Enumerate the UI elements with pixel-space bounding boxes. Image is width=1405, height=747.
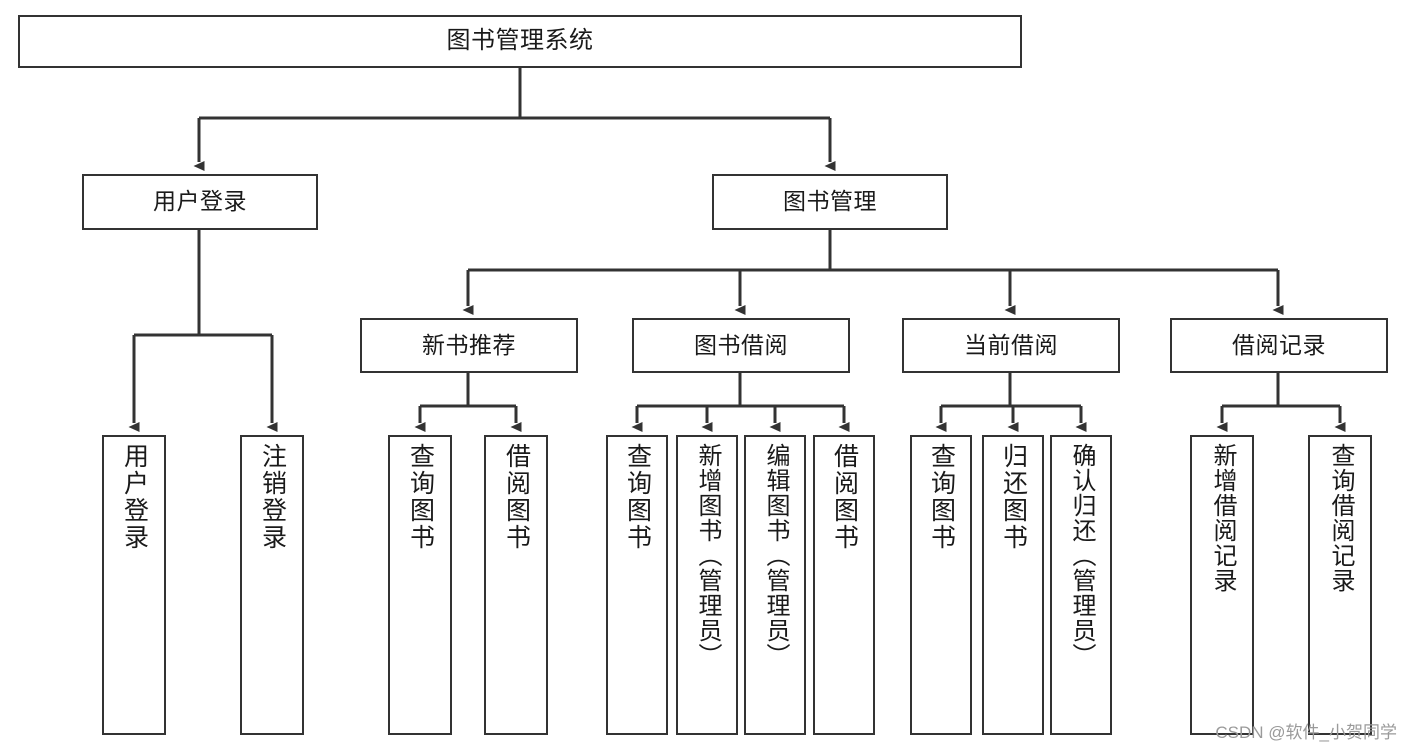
node-label: 归还图书	[999, 443, 1028, 551]
node-label: 用户登录	[153, 188, 247, 215]
node-label: 借阅图书	[830, 443, 859, 551]
node-leaf-12[interactable]: 查询借阅记录	[1308, 435, 1372, 735]
node-label: 编辑图书（管理员）	[762, 443, 789, 668]
node-label: 用户登录	[120, 443, 149, 551]
node-label: 查询图书	[927, 443, 956, 551]
node-leaf-4[interactable]: 查询图书	[606, 435, 668, 735]
node-level3-3[interactable]: 借阅记录	[1170, 318, 1388, 373]
node-leaf-11[interactable]: 新增借阅记录	[1190, 435, 1254, 735]
node-label: 图书管理	[783, 188, 877, 215]
node-label: 查询图书	[406, 443, 435, 551]
node-leaf-10[interactable]: 确认归还（管理员）	[1050, 435, 1112, 735]
node-label: 新增借阅记录	[1209, 443, 1236, 593]
node-label: 确认归还（管理员）	[1068, 443, 1095, 668]
node-label: 新书推荐	[422, 331, 516, 358]
node-leaf-5[interactable]: 新增图书（管理员）	[676, 435, 738, 735]
node-label: 当前借阅	[964, 331, 1058, 358]
node-label: 借阅记录	[1232, 331, 1326, 358]
node-level2-0[interactable]: 用户登录	[82, 174, 318, 230]
csdn-watermark: CSDN @软件_小贺同学	[1215, 723, 1397, 742]
node-leaf-0[interactable]: 用户登录	[102, 435, 166, 735]
node-leaf-6[interactable]: 编辑图书（管理员）	[744, 435, 806, 735]
node-level2-1[interactable]: 图书管理	[712, 174, 948, 230]
node-label: 新增图书（管理员）	[694, 443, 721, 668]
node-level3-2[interactable]: 当前借阅	[902, 318, 1120, 373]
node-leaf-3[interactable]: 借阅图书	[484, 435, 548, 735]
node-root[interactable]: 图书管理系统	[18, 15, 1022, 68]
node-leaf-7[interactable]: 借阅图书	[813, 435, 875, 735]
node-leaf-1[interactable]: 注销登录	[240, 435, 304, 735]
node-label: 注销登录	[258, 443, 287, 551]
node-leaf-2[interactable]: 查询图书	[388, 435, 452, 735]
node-level3-1[interactable]: 图书借阅	[632, 318, 850, 373]
node-label: 图书管理系统	[446, 27, 594, 55]
node-label: 图书借阅	[694, 331, 788, 358]
node-label: 借阅图书	[502, 443, 531, 551]
node-label: 查询图书	[623, 443, 652, 551]
node-leaf-8[interactable]: 查询图书	[910, 435, 972, 735]
node-label: 查询借阅记录	[1327, 443, 1354, 593]
node-leaf-9[interactable]: 归还图书	[982, 435, 1044, 735]
node-level3-0[interactable]: 新书推荐	[360, 318, 578, 373]
